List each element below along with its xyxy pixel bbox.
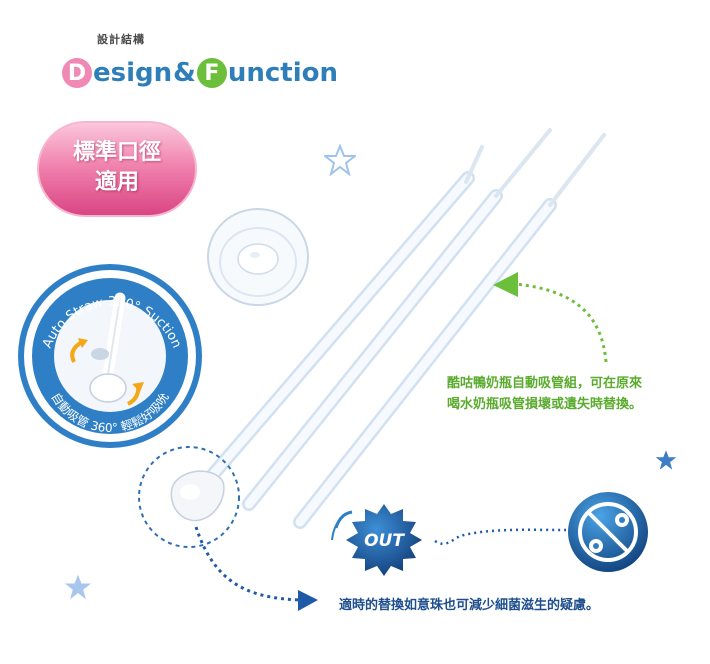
out-connector-line	[434, 528, 567, 545]
out-label: OUT	[364, 531, 405, 551]
no-bacteria-icon	[568, 492, 648, 572]
straw-long	[293, 133, 606, 529]
rotate-arrow-icon	[78, 338, 88, 348]
straw-with-ball	[203, 145, 484, 485]
ball-arrow-line	[194, 526, 301, 602]
replacement-note-line2: 喝水奶瓶吸管損壞或遺失時替換。	[447, 397, 643, 412]
brand-f-circle: F	[196, 58, 227, 88]
ball-replacement-note: 適時的替換如意珠也可減少細菌滋生的疑慮。	[339, 598, 600, 613]
badge-text: 標準口徑 適用	[36, 138, 198, 198]
arrow-right-icon	[298, 590, 318, 611]
out-badge: OUT	[331, 504, 422, 576]
star-icon	[655, 450, 677, 470]
badge-line1: 標準口徑	[72, 140, 161, 165]
weighted-ball	[170, 470, 225, 522]
brand-title: D esign & F unction	[62, 56, 338, 90]
valve-disc	[207, 208, 309, 306]
straw-medium	[242, 128, 552, 511]
standard-neck-badge	[37, 121, 197, 217]
green-arrow-line	[514, 282, 608, 363]
ball-highlight-circle	[138, 446, 240, 548]
badge-line2: 適用	[94, 170, 139, 195]
replacement-note: 酷咕鴨奶瓶自動吸管組，可在原來 喝水奶瓶吸管損壞或遺失時替換。	[447, 373, 642, 415]
arrow-left-icon	[493, 272, 518, 297]
star-icon	[64, 574, 92, 600]
star-icon	[324, 144, 356, 176]
rotate-arrow-icon	[132, 382, 144, 392]
brand-word-function: unction	[227, 58, 338, 88]
brand-word-design: esign	[93, 58, 173, 88]
brand-d-circle: D	[62, 58, 92, 88]
brand-ampersand: &	[173, 58, 196, 88]
header-subtitle: 設計結構	[97, 33, 145, 46]
suction-badge: Auto Straw 360° Suction 自動吸管 360° 輕鬆好吸吮	[18, 264, 202, 448]
replacement-note-line1: 酷咕鴨奶瓶自動吸管組，可在原來	[447, 376, 643, 391]
